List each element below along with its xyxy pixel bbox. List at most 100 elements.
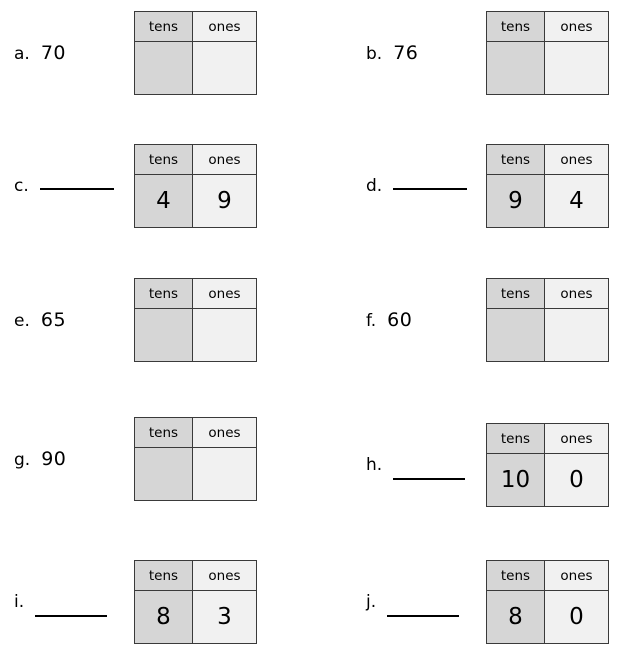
problem-a-table: tens ones (134, 11, 257, 95)
header-ones: ones (192, 417, 257, 448)
problem-e-table: tens ones (134, 278, 257, 362)
problem-h-letter: h. (366, 455, 383, 475)
problem-a-letter: a. (14, 44, 30, 64)
cell-tens[interactable]: 8 (486, 590, 545, 644)
problem-e-letter: e. (14, 311, 30, 331)
cell-tens[interactable] (486, 41, 545, 95)
problem-c-answer-blank[interactable] (39, 188, 114, 190)
table-answer-row: 9 4 (486, 174, 609, 228)
table-header-row: tens ones (134, 560, 257, 591)
table-answer-row (134, 41, 257, 95)
table-header-row: tens ones (486, 560, 609, 591)
cell-tens[interactable]: 4 (134, 174, 193, 228)
problem-f-table: tens ones (486, 278, 609, 362)
cell-ones[interactable] (192, 447, 257, 501)
problem-h: h. tens ones 10 0 (366, 423, 609, 507)
header-ones: ones (544, 423, 609, 454)
problem-d-letter: d. (366, 176, 383, 196)
cell-ones[interactable]: 0 (544, 453, 609, 507)
cell-ones[interactable] (544, 308, 609, 362)
problem-i-answer-blank[interactable] (35, 615, 108, 617)
header-ones: ones (544, 11, 609, 42)
problem-a-label: a. 70 (14, 42, 134, 64)
table-answer-row (134, 447, 257, 501)
header-tens: tens (486, 560, 545, 591)
header-ones: ones (544, 278, 609, 309)
header-tens: tens (134, 278, 193, 309)
problem-f: f. 60 tens ones (366, 278, 609, 362)
cell-tens[interactable]: 8 (134, 590, 193, 644)
problem-c: c. tens ones 4 9 (14, 144, 257, 228)
header-ones: ones (544, 560, 609, 591)
table-answer-row: 8 0 (486, 590, 609, 644)
problem-b-value: 76 (393, 42, 419, 64)
problem-a: a. 70 tens ones (14, 11, 257, 95)
table-header-row: tens ones (134, 11, 257, 42)
header-ones: ones (192, 144, 257, 175)
cell-ones[interactable]: 0 (544, 590, 609, 644)
table-answer-row: 8 3 (134, 590, 257, 644)
table-answer-row (486, 41, 609, 95)
problem-f-label: f. 60 (366, 309, 486, 331)
header-ones: ones (192, 11, 257, 42)
problem-j: j. tens ones 8 0 (366, 560, 609, 644)
header-ones: ones (544, 144, 609, 175)
cell-ones[interactable]: 4 (544, 174, 609, 228)
table-header-row: tens ones (486, 278, 609, 309)
problem-f-letter: f. (366, 311, 377, 331)
header-tens: tens (486, 11, 545, 42)
header-ones: ones (192, 278, 257, 309)
table-answer-row (134, 308, 257, 362)
problem-i-table: tens ones 8 3 (134, 560, 257, 644)
header-tens: tens (134, 144, 193, 175)
problem-b-letter: b. (366, 44, 383, 64)
problem-b: b. 76 tens ones (366, 11, 609, 95)
cell-tens[interactable] (134, 447, 193, 501)
problem-j-label: j. (366, 592, 486, 617)
cell-ones[interactable] (192, 308, 257, 362)
cell-ones[interactable]: 9 (192, 174, 257, 228)
problem-j-answer-blank[interactable] (387, 615, 460, 617)
table-answer-row (486, 308, 609, 362)
header-tens: tens (486, 423, 545, 454)
problem-i: i. tens ones 8 3 (14, 560, 257, 644)
table-answer-row: 10 0 (486, 453, 609, 507)
table-header-row: tens ones (486, 423, 609, 454)
problem-g-letter: g. (14, 450, 31, 470)
problem-c-label: c. (14, 176, 134, 196)
cell-tens[interactable]: 9 (486, 174, 545, 228)
problem-a-value: 70 (40, 42, 67, 64)
header-tens: tens (134, 560, 193, 591)
header-tens: tens (486, 278, 545, 309)
table-header-row: tens ones (486, 11, 609, 42)
problem-j-table: tens ones 8 0 (486, 560, 609, 644)
problem-f-value: 60 (387, 309, 413, 331)
problem-b-table: tens ones (486, 11, 609, 95)
table-answer-row: 4 9 (134, 174, 257, 228)
problem-e: e. 65 tens ones (14, 278, 257, 362)
cell-tens[interactable] (134, 308, 193, 362)
cell-tens[interactable] (134, 41, 193, 95)
problem-i-label: i. (14, 592, 134, 617)
header-ones: ones (192, 560, 257, 591)
cell-tens[interactable] (486, 308, 545, 362)
problem-h-table: tens ones 10 0 (486, 423, 609, 507)
problem-b-label: b. 76 (366, 42, 486, 64)
problem-h-answer-blank[interactable] (393, 478, 466, 480)
problem-d-table: tens ones 9 4 (486, 144, 609, 228)
problem-c-letter: c. (14, 176, 29, 196)
problem-g-table: tens ones (134, 417, 257, 501)
problem-g-label: g. 90 (14, 448, 134, 470)
header-tens: tens (486, 144, 545, 175)
cell-ones[interactable] (544, 41, 609, 95)
cell-ones[interactable]: 3 (192, 590, 257, 644)
problem-d-answer-blank[interactable] (393, 188, 468, 190)
problem-e-value: 65 (40, 309, 67, 331)
problem-c-table: tens ones 4 9 (134, 144, 257, 228)
cell-tens[interactable]: 10 (486, 453, 545, 507)
table-header-row: tens ones (134, 417, 257, 448)
problem-d: d. tens ones 9 4 (366, 144, 609, 228)
cell-ones[interactable] (192, 41, 257, 95)
problem-d-label: d. (366, 176, 486, 196)
